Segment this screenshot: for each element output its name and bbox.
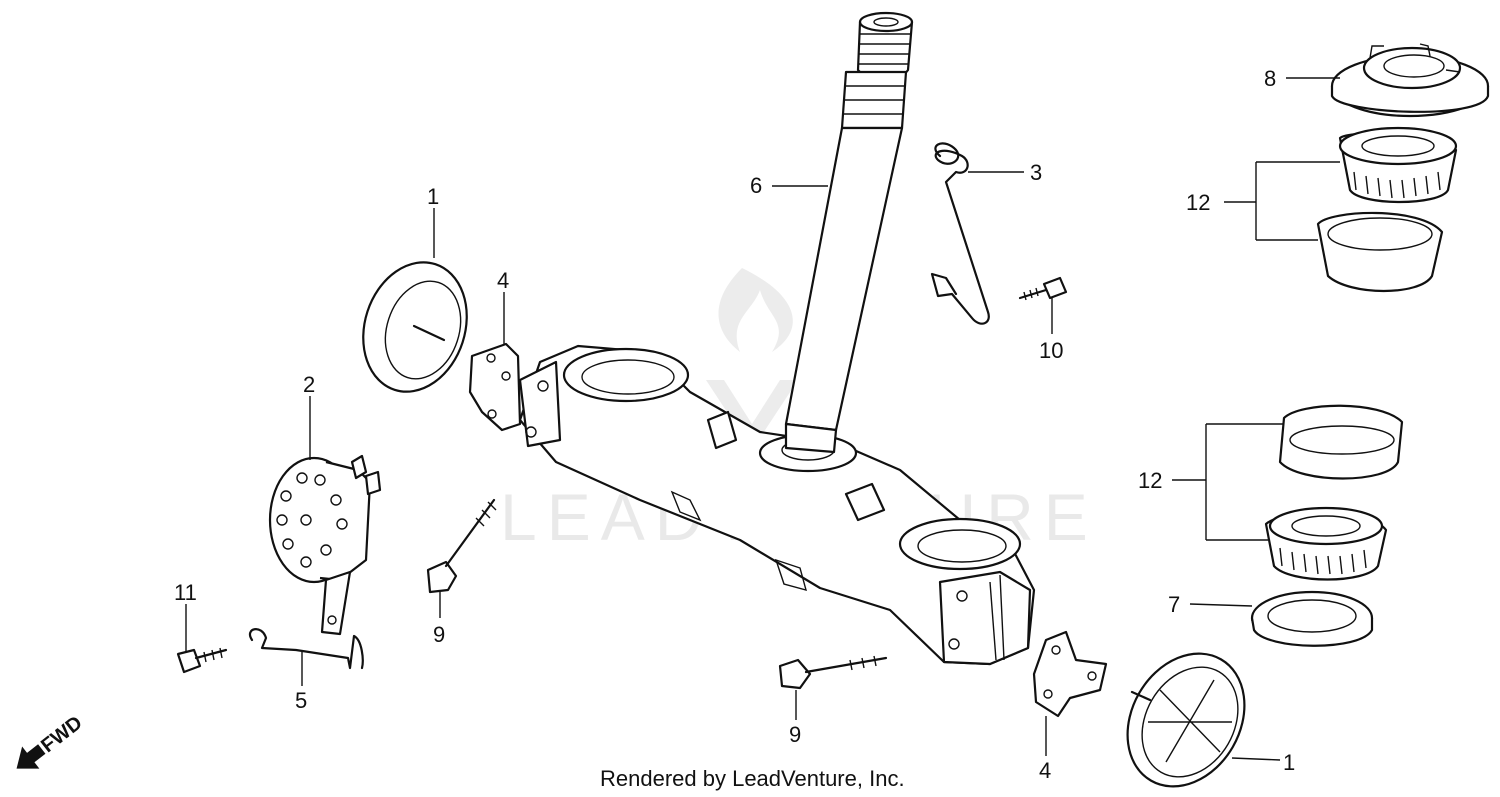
part-steering-stem	[784, 11, 914, 432]
callout-12-upper: 12	[1186, 190, 1210, 215]
callout-1-lower: 1	[1283, 750, 1295, 775]
part-bracket-plate-upper	[468, 342, 522, 432]
part-plug-cap-upper	[362, 261, 468, 393]
callout-11: 11	[174, 580, 197, 605]
part-bearing-upper	[1316, 126, 1458, 293]
callout-8: 8	[1264, 66, 1276, 91]
callout-9-bottom: 9	[789, 722, 801, 747]
part-bolt-9-bottom	[778, 655, 888, 690]
part-lock-nut	[1330, 43, 1490, 118]
part-horn	[268, 454, 382, 636]
callout-labels: 1 1 2 3 4 4 5 6 7 8 9 9 10 11 12 12	[174, 66, 1295, 783]
part-steering-bracket	[518, 344, 1036, 666]
callout-9-left: 9	[433, 622, 445, 647]
forward-label: FWD	[37, 712, 86, 757]
part-plug-cap-lower	[1126, 652, 1246, 788]
callout-3: 3	[1030, 160, 1042, 185]
part-dust-seal	[1250, 590, 1374, 647]
callout-12-lower: 12	[1138, 468, 1162, 493]
part-bolt-10	[1018, 276, 1068, 301]
render-caption: Rendered by LeadVenture, Inc.	[600, 766, 905, 791]
callout-4-upper: 4	[497, 268, 509, 293]
forward-arrow-icon	[16, 744, 46, 769]
part-bolt-9-left	[426, 498, 497, 594]
part-bearing-lower	[1264, 404, 1404, 581]
callout-7: 7	[1168, 592, 1180, 617]
callout-4-lower: 4	[1039, 758, 1051, 783]
callout-1-upper: 1	[427, 184, 439, 209]
callout-10: 10	[1039, 338, 1063, 363]
callout-2: 2	[303, 372, 315, 397]
part-bracket-plate-lower	[1032, 630, 1108, 718]
part-bolt-11	[176, 647, 228, 674]
callout-6: 6	[750, 173, 762, 198]
part-spring-clip	[930, 142, 990, 325]
leader-lines	[185, 77, 1340, 761]
callout-5: 5	[295, 688, 307, 713]
part-wire-clip	[249, 628, 364, 670]
forward-direction-indicator: FWD	[16, 712, 87, 769]
